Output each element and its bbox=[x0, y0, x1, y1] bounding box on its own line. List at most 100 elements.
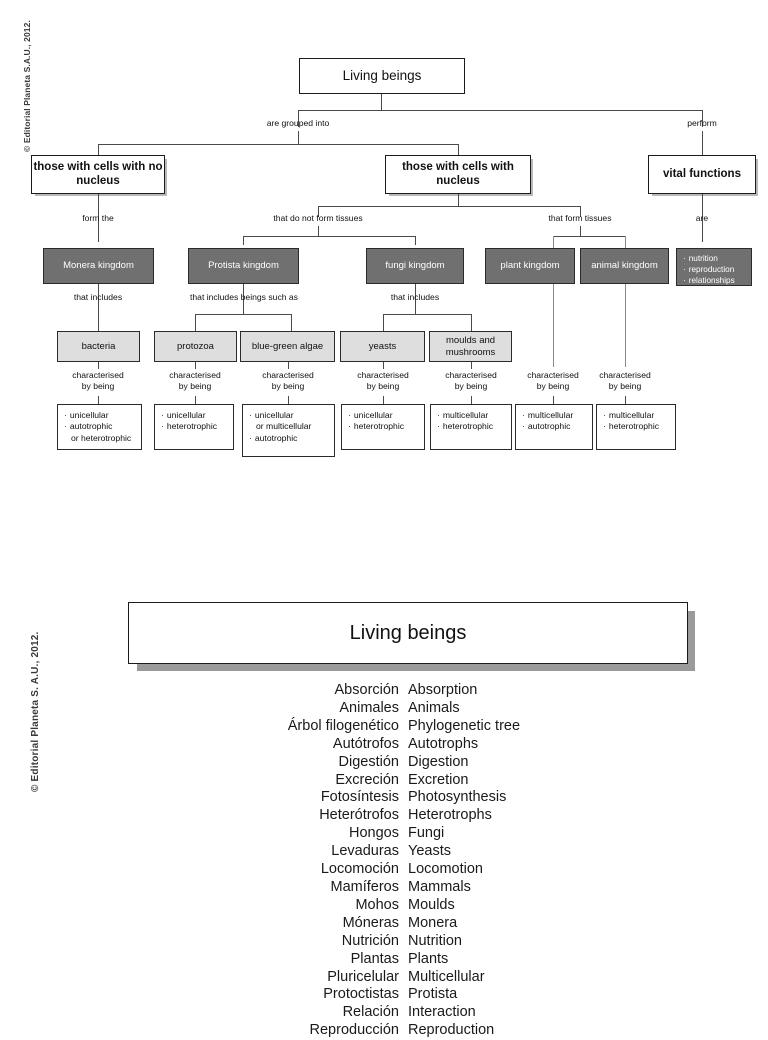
node-animal-kingdom[interactable]: animal kingdom bbox=[580, 248, 669, 284]
list-item: heterotrophic bbox=[348, 421, 418, 432]
node-yeasts[interactable]: yeasts bbox=[340, 331, 425, 362]
connector-char-5 bbox=[471, 396, 472, 404]
node-monera-kingdom[interactable]: Monera kingdom bbox=[43, 248, 154, 284]
connector-animal-long bbox=[625, 236, 626, 367]
glossary-term-es: Móneras bbox=[342, 914, 399, 931]
glossary-term-en: Multicellular bbox=[408, 968, 485, 985]
connector-form-the bbox=[98, 194, 99, 242]
glossary-term-en: Digestion bbox=[408, 753, 469, 770]
node-plant-kingdom[interactable]: plant kingdom bbox=[485, 248, 575, 284]
glossary-term-en: Reproduction bbox=[408, 1022, 495, 1039]
glossary-term-es: Pluricelular bbox=[327, 968, 399, 985]
list-item: autotrophic bbox=[64, 421, 135, 432]
connector-grouped-stem bbox=[298, 131, 299, 144]
node-characteristics-moulds[interactable]: multicellular heterotrophic bbox=[430, 404, 512, 450]
connector-char-1 bbox=[98, 396, 99, 404]
node-fungi-kingdom[interactable]: fungi kingdom bbox=[366, 248, 464, 284]
caption-are-grouped-into: are grouped into bbox=[266, 118, 330, 128]
glossary-term-es: Árbol filogenético bbox=[287, 717, 399, 734]
node-bacteria[interactable]: bacteria bbox=[57, 331, 140, 362]
connector-tissues-stem bbox=[580, 226, 581, 236]
connector-to-no-nucleus bbox=[98, 144, 99, 155]
node-cells-with-nucleus[interactable]: those with cells with nucleus bbox=[385, 155, 531, 194]
glossary-term-en: Moulds bbox=[408, 896, 455, 913]
glossary-term-es: Autótrofos bbox=[332, 735, 399, 752]
node-blue-green-algae[interactable]: blue-green algae bbox=[240, 331, 335, 362]
connector-no-tissues bbox=[318, 206, 319, 217]
node-characteristics-protozoa[interactable]: unicellular heterotrophic bbox=[154, 404, 234, 450]
glossary-row: Pluricelular Multicellular bbox=[0, 969, 768, 987]
glossary-term-es: Excreción bbox=[335, 771, 399, 788]
glossary-row: Árbol filogenético Phylogenetic tree bbox=[0, 718, 768, 736]
connector-no-tissues-stem bbox=[318, 226, 319, 236]
node-characteristics-yeasts[interactable]: unicellular heterotrophic bbox=[341, 404, 425, 450]
connector-root-stem bbox=[381, 94, 382, 110]
node-characteristics-animals[interactable]: multicellular heterotrophic bbox=[596, 404, 676, 450]
glossary-row: Relación Interaction bbox=[0, 1004, 768, 1022]
list-item: relationships bbox=[683, 276, 745, 287]
node-vital-functions[interactable]: vital functions bbox=[648, 155, 756, 194]
list-item: or heterotrophic bbox=[71, 432, 132, 443]
glossary-term-en: Fungi bbox=[408, 825, 445, 842]
list-item: multicellular bbox=[603, 410, 669, 421]
node-characteristics-plants[interactable]: multicellular autotrophic bbox=[515, 404, 593, 450]
node-vital-functions-list[interactable]: nutrition reproduction relationships bbox=[676, 248, 752, 286]
list-item: autotrophic bbox=[249, 433, 328, 444]
node-label: Monera kingdom bbox=[63, 260, 134, 272]
connector-protista-stem bbox=[243, 306, 244, 314]
list-item: multicellular bbox=[437, 410, 505, 421]
connector-protista-spine bbox=[195, 314, 291, 315]
glossary-term-en: Photosynthesis bbox=[408, 789, 507, 806]
glossary-term-es: Levaduras bbox=[331, 843, 399, 860]
node-living-beings[interactable]: Living beings bbox=[299, 58, 465, 94]
glossary-term-es: Reproducción bbox=[309, 1022, 399, 1039]
node-characteristics-bacteria[interactable]: unicellular autotrophic or heterotrophic bbox=[57, 404, 142, 450]
connector-perform-stem bbox=[702, 131, 703, 155]
glossary-term-en: Interaction bbox=[408, 1004, 476, 1021]
glossary-title-bar: Living beings bbox=[128, 602, 688, 664]
list-item: reproduction bbox=[683, 265, 745, 276]
glossary-term-en: Protista bbox=[408, 986, 458, 1003]
connector-algae-char bbox=[288, 362, 289, 369]
glossary-term-en: Heterotrophs bbox=[408, 807, 492, 824]
connector-top-spine bbox=[298, 110, 702, 111]
connector-fungi-spine bbox=[383, 314, 471, 315]
glossary-term-en: Excretion bbox=[408, 771, 469, 788]
glossary-term-es: Animales bbox=[339, 699, 399, 716]
node-cells-no-nucleus[interactable]: those with cells with no nucleus bbox=[31, 155, 165, 194]
connector-char-4 bbox=[383, 396, 384, 404]
node-label: moulds and mushrooms bbox=[445, 335, 496, 358]
node-characteristics-algae[interactable]: unicellular or multicellular autotrophic bbox=[242, 404, 335, 457]
node-label: bacteria bbox=[81, 340, 116, 352]
caption-that-includes-1: that includes bbox=[73, 292, 123, 302]
node-moulds-mushrooms[interactable]: moulds and mushrooms bbox=[429, 331, 512, 362]
glossary-row: Hongos Fungi bbox=[0, 825, 768, 843]
connector-down-perform bbox=[702, 110, 703, 127]
glossary-term-es: Hongos bbox=[349, 825, 399, 842]
connector-to-protozoa bbox=[195, 314, 196, 331]
glossary-term-en: Phylogenetic tree bbox=[408, 717, 521, 734]
connector-nucleus-stem bbox=[458, 194, 459, 206]
node-label: yeasts bbox=[368, 340, 397, 352]
glossary-term-en: Locomotion bbox=[408, 861, 483, 878]
node-label: animal kingdom bbox=[591, 260, 658, 272]
glossary-term-es: Relación bbox=[342, 1004, 399, 1021]
glossary-term-en: Animals bbox=[408, 699, 460, 716]
node-protista-kingdom[interactable]: Protista kingdom bbox=[188, 248, 299, 284]
connector-to-algae bbox=[291, 314, 292, 331]
node-protozoa[interactable]: protozoa bbox=[154, 331, 237, 362]
connector-yeasts-char bbox=[383, 362, 384, 369]
